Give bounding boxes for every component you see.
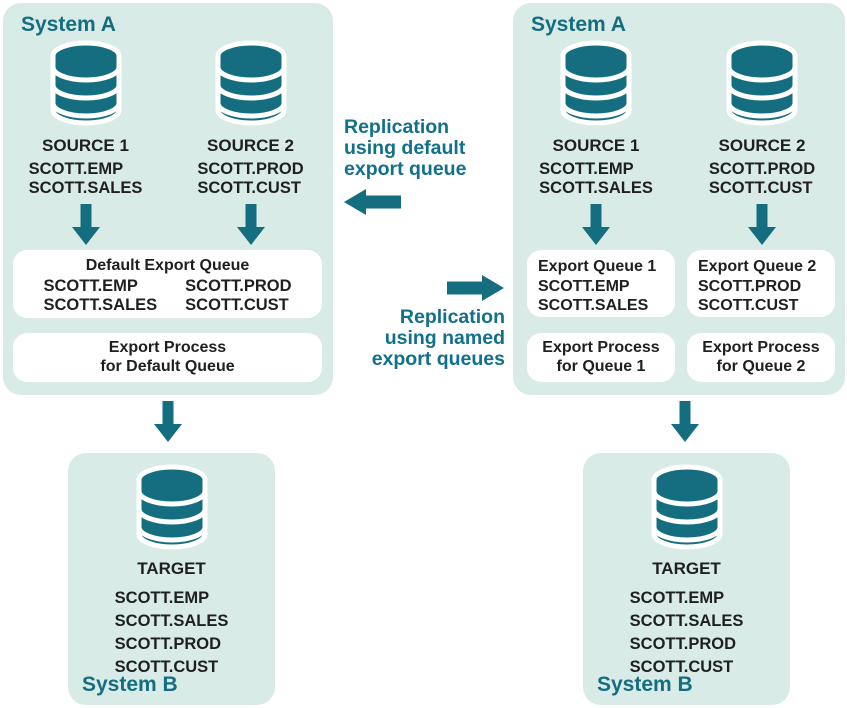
right-target-group: TARGET SCOTT.EMP SCOTT.SALES SCOTT.PROD … [583,453,790,679]
down-arrow-icon [236,204,265,245]
table-name: SCOTT.CUST [698,297,799,314]
table-name: SCOTT.PROD [114,635,221,653]
export-process-queue-2-box: Export Process for Queue 2 [687,333,835,382]
right-system-b-panel: TARGET SCOTT.EMP SCOTT.SALES SCOTT.PROD … [583,453,790,705]
table-name: SCOTT.EMP [629,589,725,607]
left-source-2-group: SOURCE 2 SCOTT.PROD SCOTT.CUST [168,39,333,245]
source-tables: SCOTT.EMP SCOTT.SALES [29,160,143,198]
table-name: SCOTT.EMP [539,160,634,178]
process-box-line: for Queue 1 [556,357,646,375]
database-icon [136,464,207,550]
table-name: SCOTT.EMP [538,277,630,295]
queue-box-title: Export Queue 1 [538,258,657,275]
right-source-1-group: SOURCE 1 SCOTT.EMP SCOTT.SALES [513,39,679,245]
right-arrow-icon [447,275,504,301]
process-box-line: for Default Queue [100,357,235,375]
table-name: SCOTT.SALES [629,612,744,630]
default-export-process-box: Export Process for Default Queue [13,333,322,382]
table-name: SCOTT.CUST [114,658,219,676]
table-name: SCOTT.SALES [539,179,653,197]
table-name: SCOTT.SALES [28,179,143,197]
right-system-b-title: System B [597,673,693,696]
down-arrow-icon [154,401,182,442]
source-name: SOURCE 1 [552,136,640,155]
table-name: SCOTT.PROD [708,160,816,178]
table-name: SCOTT.PROD [197,160,304,178]
right-system-a-title: System A [531,13,626,36]
table-name: SCOTT.PROD [185,277,292,295]
export-queue-1-box: Export Queue 1 SCOTT.EMP SCOTT.SALES [527,250,675,317]
table-name: SCOTT.CUST [185,296,289,314]
table-name: SCOTT.CUST [629,658,734,676]
source-tables: SCOTT.PROD SCOTT.CUST [197,160,303,198]
right-sources-row: SOURCE 1 SCOTT.EMP SCOTT.SALES SOURCE [513,39,845,245]
right-system-a-panel: System A SOURCE 1 SCOTT.EMP SCOTT.SALES [513,3,845,395]
export-process-queue-1-box: Export Process for Queue 1 [527,333,675,382]
table-name: SCOTT.EMP [43,277,138,295]
process-box-line: for Queue 2 [716,357,806,375]
database-icon [50,40,121,126]
right-source-2-group: SOURCE 2 SCOTT.PROD SCOTT.CUST [679,39,845,245]
table-name: SCOTT.CUST [197,179,301,197]
source-name: SOURCE 2 [718,136,806,155]
process-box-line: Export Process [702,339,820,356]
database-icon [560,40,632,126]
table-name: SCOTT.SALES [114,612,229,630]
process-box-line: Export Process [108,339,227,356]
database-icon [651,464,722,550]
table-name: SCOTT.SALES [43,296,158,314]
database-icon [215,40,286,126]
down-arrow-icon [582,204,610,245]
table-name: SCOTT.PROD [698,277,802,295]
target-name: TARGET [652,559,721,578]
queue-box-title: Default Export Queue [85,257,250,274]
left-arrow-icon [344,189,401,215]
source-name: SOURCE 2 [207,136,294,155]
down-arrow-icon [671,401,699,442]
table-name: SCOTT.EMP [114,589,210,607]
named-replication-label: Replication using named export queues [371,306,505,370]
source-tables: SCOTT.PROD SCOTT.CUST [709,160,815,198]
target-tables: SCOTT.EMP SCOTT.SALES SCOTT.PROD SCOTT.C… [630,587,744,679]
export-queue-2-box: Export Queue 2 SCOTT.PROD SCOTT.CUST [687,250,835,317]
queue-box-title: Export Queue 2 [698,258,817,275]
left-system-a-title: System A [21,13,116,36]
source-tables: SCOTT.EMP SCOTT.SALES [539,160,653,198]
down-arrow-icon [748,204,776,245]
left-target-group: TARGET SCOTT.EMP SCOTT.SALES SCOTT.PROD … [68,453,275,679]
table-name: SCOTT.PROD [629,635,736,653]
queue-box-tables: SCOTT.EMP SCOTT.PROD SCOTT.SALES SCOTT.C… [13,277,322,315]
table-name: SCOTT.EMP [28,160,124,178]
process-box-line: Export Process [542,339,660,356]
default-export-queue-box: Default Export Queue SCOTT.EMP SCOTT.PRO… [13,250,322,318]
left-system-b-title: System B [82,673,178,696]
target-name: TARGET [137,559,206,578]
target-tables: SCOTT.EMP SCOTT.SALES SCOTT.PROD SCOTT.C… [115,587,229,679]
table-name: SCOTT.CUST [708,179,813,197]
source-name: SOURCE 1 [42,136,129,155]
table-name: SCOTT.SALES [538,297,649,314]
left-system-a-panel: System A SOURCE 1 SCOTT.EMP SCOTT.SALES [3,3,333,395]
down-arrow-icon [71,204,100,245]
left-source-1-group: SOURCE 1 SCOTT.EMP SCOTT.SALES [3,39,168,245]
left-sources-row: SOURCE 1 SCOTT.EMP SCOTT.SALES SOURCE [3,39,333,245]
left-system-b-panel: TARGET SCOTT.EMP SCOTT.SALES SCOTT.PROD … [68,453,275,705]
default-replication-label: Replication using default export queue [344,116,467,180]
database-icon [726,40,798,126]
